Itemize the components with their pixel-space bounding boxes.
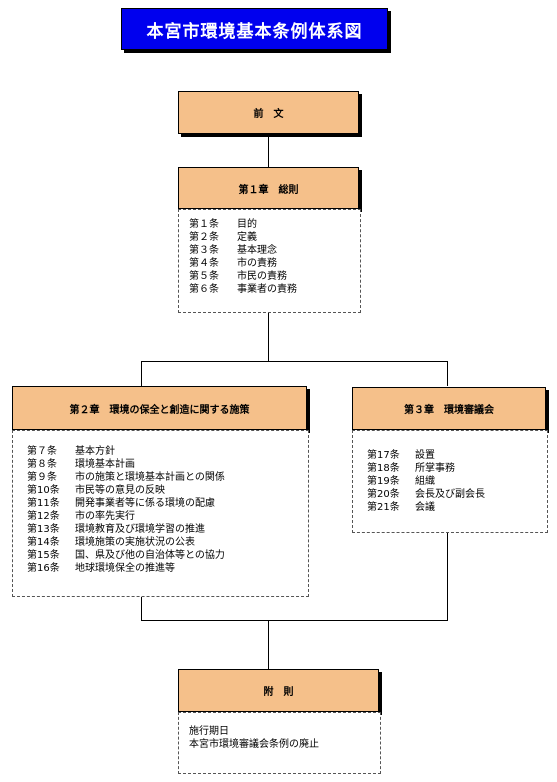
article-label: 地球環境保全の推進等 [75, 563, 175, 574]
connector-line [141, 597, 142, 621]
article-item: 第１条 目的 [189, 218, 350, 231]
article-item: 第３条 基本理念 [189, 244, 350, 257]
preamble-box: 前 文 [178, 91, 359, 134]
article-item: 第２条 定義 [189, 231, 350, 244]
article-number: 第５条 [189, 271, 219, 282]
connector-line [141, 361, 142, 386]
article-number: 第21条 [367, 502, 400, 513]
connector-line [447, 361, 448, 386]
connector-line [141, 361, 448, 362]
article-number: 第７条 [27, 446, 57, 457]
article-number: 第11条 [27, 498, 60, 509]
article-label: 市の責務 [237, 258, 277, 269]
chapter-2-heading: 第２章 環境の保全と創造に関する施策 [12, 386, 307, 430]
diagram-title: 本宮市環境基本条例体系図 [121, 8, 388, 50]
article-item: 第15条 国、県及び他の自治体等との協力 [27, 549, 298, 562]
chapter-3-heading: 第３章 環境審議会 [352, 387, 546, 430]
article-number: 第18条 [367, 463, 400, 474]
supplementary-item: 施行期日 [189, 726, 229, 737]
article-number: 第３条 [189, 245, 219, 256]
article-item: 第18条 所掌事務 [367, 462, 537, 475]
article-number: 第６条 [189, 284, 219, 295]
article-label: 会議 [415, 502, 435, 513]
connector-line [447, 533, 448, 621]
connector-line [268, 313, 269, 362]
article-number: 第４条 [189, 258, 219, 269]
article-item: 第20条 会長及び副会長 [367, 488, 537, 501]
article-label: 基本理念 [237, 245, 277, 256]
article-label: 設置 [415, 450, 435, 461]
supplementary-heading: 附 則 [178, 669, 379, 712]
article-label: 国、県及び他の自治体等との協力 [75, 550, 225, 561]
article-item: 第14条 環境施策の実施状況の公表 [27, 536, 298, 549]
article-number: 第２条 [189, 232, 219, 243]
article-label: 市民等の意見の反映 [75, 485, 165, 496]
article-label: 会長及び副会長 [415, 489, 485, 500]
article-number: 第19条 [367, 476, 400, 487]
connector-line [268, 137, 269, 167]
article-item: 第４条 市の責務 [189, 257, 350, 270]
article-label: 基本方針 [75, 446, 115, 457]
article-item: 第12条 市の率先実行 [27, 510, 298, 523]
article-number: 第９条 [27, 472, 57, 483]
article-item: 第16条 地球環境保全の推進等 [27, 562, 298, 575]
article-item: 第11条 開発事業者等に係る環境の配慮 [27, 497, 298, 510]
supplementary-item: 本宮市環境審議会条例の廃止 [189, 739, 319, 750]
article-item: 第５条 市民の責務 [189, 270, 350, 283]
connector-line [268, 620, 269, 669]
article-number: 第12条 [27, 511, 60, 522]
connector-line [141, 620, 448, 621]
article-number: 第20条 [367, 489, 400, 500]
article-number: 第14条 [27, 537, 60, 548]
article-item: 第９条 市の施策と環境基本計画との関係 [27, 471, 298, 484]
article-label: 市の率先実行 [75, 511, 135, 522]
article-label: 市の施策と環境基本計画との関係 [75, 472, 225, 483]
article-label: 目的 [237, 219, 257, 230]
article-item: 第７条 基本方針 [27, 445, 298, 458]
article-label: 市民の責務 [237, 271, 287, 282]
article-number: 第15条 [27, 550, 60, 561]
article-item: 第21条 会議 [367, 501, 537, 514]
article-number: 第17条 [367, 450, 400, 461]
article-number: 第１条 [189, 219, 219, 230]
article-number: 第８条 [27, 459, 57, 470]
article-label: 定義 [237, 232, 257, 243]
article-item: 第６条 事業者の責務 [189, 283, 350, 296]
article-label: 所掌事務 [415, 463, 455, 474]
supplementary-items: 施行期日 本宮市環境審議会条例の廃止 [178, 712, 381, 774]
article-number: 第16条 [27, 563, 60, 574]
chapter-2-articles: 第７条 基本方針 第８条 環境基本計画 第９条 市の施策と環境基本計画との関係 第10… [12, 430, 309, 597]
article-item: 第８条 環境基本計画 [27, 458, 298, 471]
article-item: 第19条 組織 [367, 475, 537, 488]
article-number: 第10条 [27, 485, 60, 496]
article-label: 事業者の責務 [237, 284, 297, 295]
chapter-1-articles: 第１条 目的 第２条 定義 第３条 基本理念 第４条 市の責務 第５条 市民の責務 第６条… [178, 209, 361, 313]
article-item: 第13条 環境教育及び環境学習の推進 [27, 523, 298, 536]
article-label: 環境施策の実施状況の公表 [75, 537, 195, 548]
article-item: 第10条 市民等の意見の反映 [27, 484, 298, 497]
article-label: 開発事業者等に係る環境の配慮 [75, 498, 215, 509]
chapter-3-articles: 第17条 設置 第18条 所掌事務 第19条 組織 第20条 会長及び副会長 第21条 会… [352, 430, 548, 533]
article-item: 第17条 設置 [367, 449, 537, 462]
article-label: 環境基本計画 [75, 459, 135, 470]
article-number: 第13条 [27, 524, 60, 535]
article-label: 環境教育及び環境学習の推進 [75, 524, 205, 535]
chapter-1-heading: 第１章 総則 [178, 167, 359, 209]
article-label: 組織 [415, 476, 435, 487]
